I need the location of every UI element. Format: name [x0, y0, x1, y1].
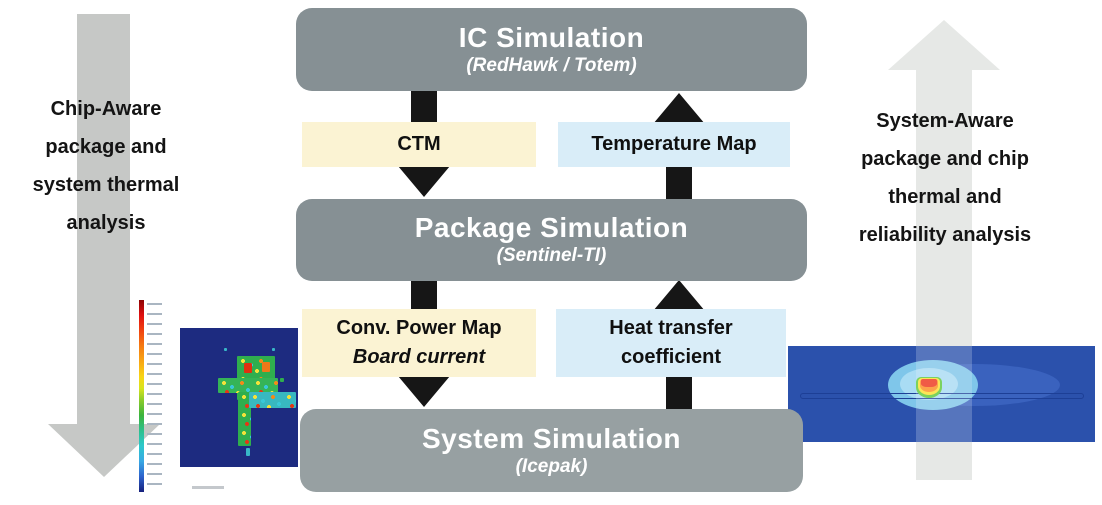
edge-label-text: Heat transfer [609, 317, 733, 339]
powermap-hotspot [244, 363, 252, 373]
edge-label-temperature-map: Temperature Map [558, 122, 790, 167]
board-power-map-image [180, 328, 298, 467]
image-caption-smudge [192, 486, 224, 489]
powermap-region [249, 392, 296, 408]
powermap-dot [272, 348, 275, 351]
powermap-dot [224, 348, 227, 351]
powermap-region [238, 392, 251, 446]
edge-label-ctm: CTM [302, 122, 536, 167]
chip-aware-down-arrow-body [77, 14, 130, 426]
powermap-region [218, 378, 278, 393]
system-aware-caption: System-Aware package and chip thermal an… [858, 110, 1032, 246]
down-arrow-body [411, 279, 437, 311]
node-subtitle: (RedHawk / Totem) [466, 54, 637, 76]
edge-label-text2: coefficient [620, 346, 722, 368]
node-title: Package Simulation [414, 212, 689, 243]
down-arrow-head-icon [398, 166, 450, 197]
edge-label-text2: Board current [352, 346, 486, 368]
chip-aware-caption: Chip-Aware package and system thermal an… [32, 98, 180, 234]
up-arrow-body [666, 376, 692, 411]
node-subtitle: (Sentinel-TI) [496, 245, 607, 266]
arrow-overlay-band [916, 346, 972, 442]
edge-label-text: Conv. Power Map [336, 317, 502, 339]
edge-label-text: CTM [397, 133, 441, 155]
color-scale-legend [139, 300, 144, 492]
system-aware-up-arrow-head-icon [888, 20, 1000, 70]
edge-label-heat-transfer: Heat transfer coefficient [556, 309, 786, 377]
down-arrow-body [411, 89, 437, 124]
powermap-hotspot [262, 362, 270, 372]
up-arrow-head-icon [653, 280, 705, 311]
node-ic-simulation: IC Simulation (RedHawk / Totem) [296, 8, 807, 91]
hotspot-red [921, 379, 937, 387]
up-arrow-body [666, 166, 692, 201]
color-scale-tick-labels [147, 303, 162, 491]
system-thermal-plume-image [788, 346, 1095, 442]
powermap-dot [246, 448, 250, 456]
edge-label-text: Temperature Map [591, 133, 757, 155]
down-arrow-head-icon [398, 376, 450, 407]
node-subtitle: (Icepak) [515, 455, 588, 477]
node-title: IC Simulation [458, 21, 645, 53]
powermap-dot [280, 378, 284, 382]
node-system-simulation: System Simulation (Icepak) [300, 409, 803, 492]
board-cross-section-line [800, 393, 1084, 399]
node-package-simulation: Package Simulation (Sentinel-TI) [296, 199, 807, 281]
node-title: System Simulation [421, 422, 681, 454]
up-arrow-head-icon [653, 93, 705, 124]
edge-label-conv-power-map: Conv. Power Map Board current [302, 309, 536, 377]
